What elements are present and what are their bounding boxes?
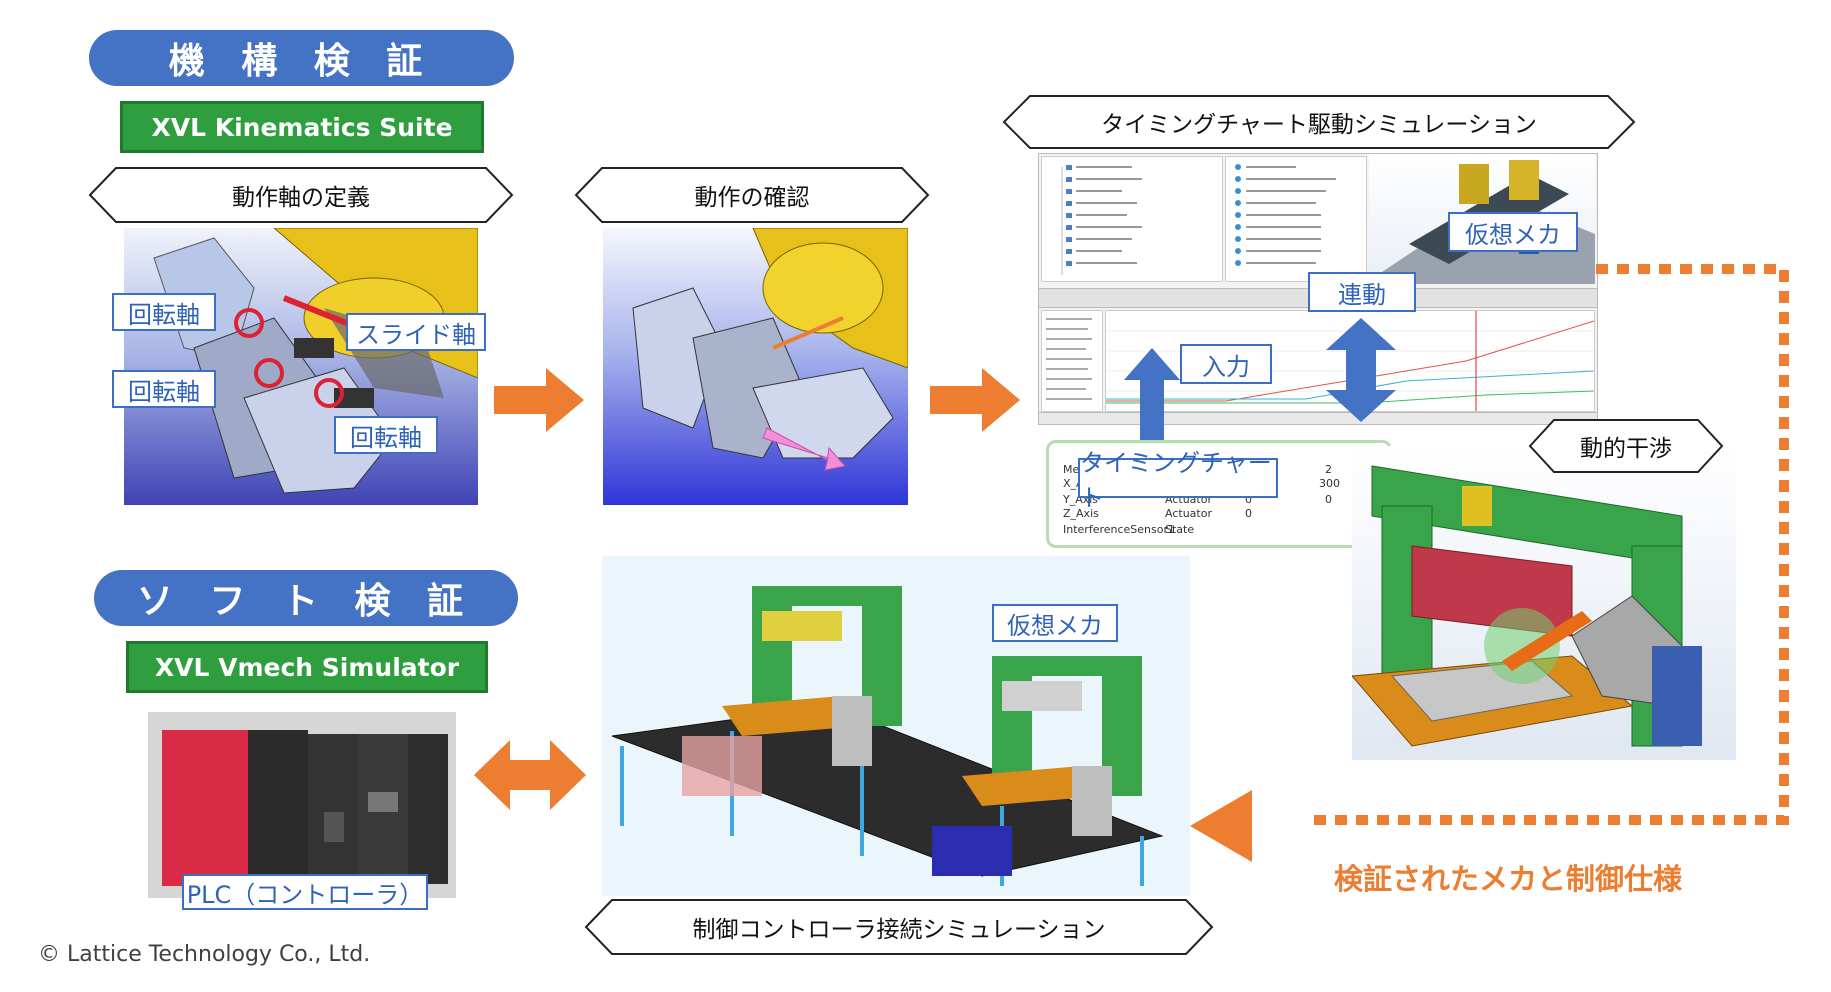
axis-definition-image xyxy=(124,228,478,505)
software-section-title: ソ フ ト 検 証 xyxy=(94,570,518,626)
table-cell: State xyxy=(1165,523,1195,536)
plc-image xyxy=(148,712,456,898)
table-cell: 0 xyxy=(1245,493,1252,506)
table-cell: Actuator xyxy=(1165,507,1212,520)
dynamic-interference-image xyxy=(1352,446,1736,760)
virtual-mech-callout-1: 仮想メカ xyxy=(1448,212,1578,252)
motion-check-label: 動作の確認 xyxy=(574,166,930,224)
arrow-left-icon xyxy=(1190,790,1252,862)
arrow-right-icon xyxy=(930,368,1020,432)
gripper-motion-illustration xyxy=(632,228,908,471)
arrow-up-icon xyxy=(1124,348,1180,448)
bidirectional-horizontal-arrow-icon xyxy=(474,740,586,810)
input-callout: 入力 xyxy=(1180,344,1272,384)
table-cell: 300 xyxy=(1319,477,1340,490)
arrow-right-icon xyxy=(494,368,584,432)
table-cell: 2 xyxy=(1325,463,1332,476)
controller-sim-label: 制御コントローラ接続シミュレーション xyxy=(584,898,1214,956)
plc-callout: PLC（コントローラ） xyxy=(182,874,428,910)
dynamic-interference-label: 動的干渉 xyxy=(1528,418,1724,474)
signal-list xyxy=(1041,310,1103,412)
axis-definition-label: 動作軸の定義 xyxy=(88,166,514,224)
mechanism-tree-panel xyxy=(1225,156,1367,282)
slide-axis-callout: スライド軸 xyxy=(346,313,486,351)
rotation-axis-callout-2: 回転軸 xyxy=(112,370,216,408)
bidirectional-vertical-arrow-icon xyxy=(1326,318,1396,422)
motion-check-image xyxy=(603,228,908,505)
rotation-axis-callout-1: 回転軸 xyxy=(112,293,216,331)
rotation-axis-callout-3: 回転軸 xyxy=(334,416,438,454)
feedback-path xyxy=(1314,264,1789,825)
copyright-text: © Lattice Technology Co., Ltd. xyxy=(38,942,371,967)
controller-sim-image xyxy=(602,556,1190,896)
status-tabs xyxy=(1039,412,1597,424)
table-cell: 0 xyxy=(1245,507,1252,520)
mechanism-section-title: 機 構 検 証 xyxy=(89,30,514,86)
kinematics-suite-label: XVL Kinematics Suite xyxy=(120,101,484,153)
gripper-illustration xyxy=(153,228,478,494)
verified-spec-caption: 検証されたメカと制御仕様 xyxy=(1334,862,1683,896)
vmech-simulator-label: XVL Vmech Simulator xyxy=(126,641,488,693)
timing-chart-sim-label: タイミングチャート駆動シミュレーション xyxy=(1002,94,1636,150)
table-row: Z_Axis xyxy=(1063,507,1099,520)
table-row: InterferenceSensor1 xyxy=(1063,523,1175,536)
table-cell: 0 xyxy=(1325,493,1332,506)
virtual-mech-callout-2: 仮想メカ xyxy=(992,604,1118,642)
tree-panel xyxy=(1041,156,1223,282)
linkage-callout: 連動 xyxy=(1308,272,1416,312)
